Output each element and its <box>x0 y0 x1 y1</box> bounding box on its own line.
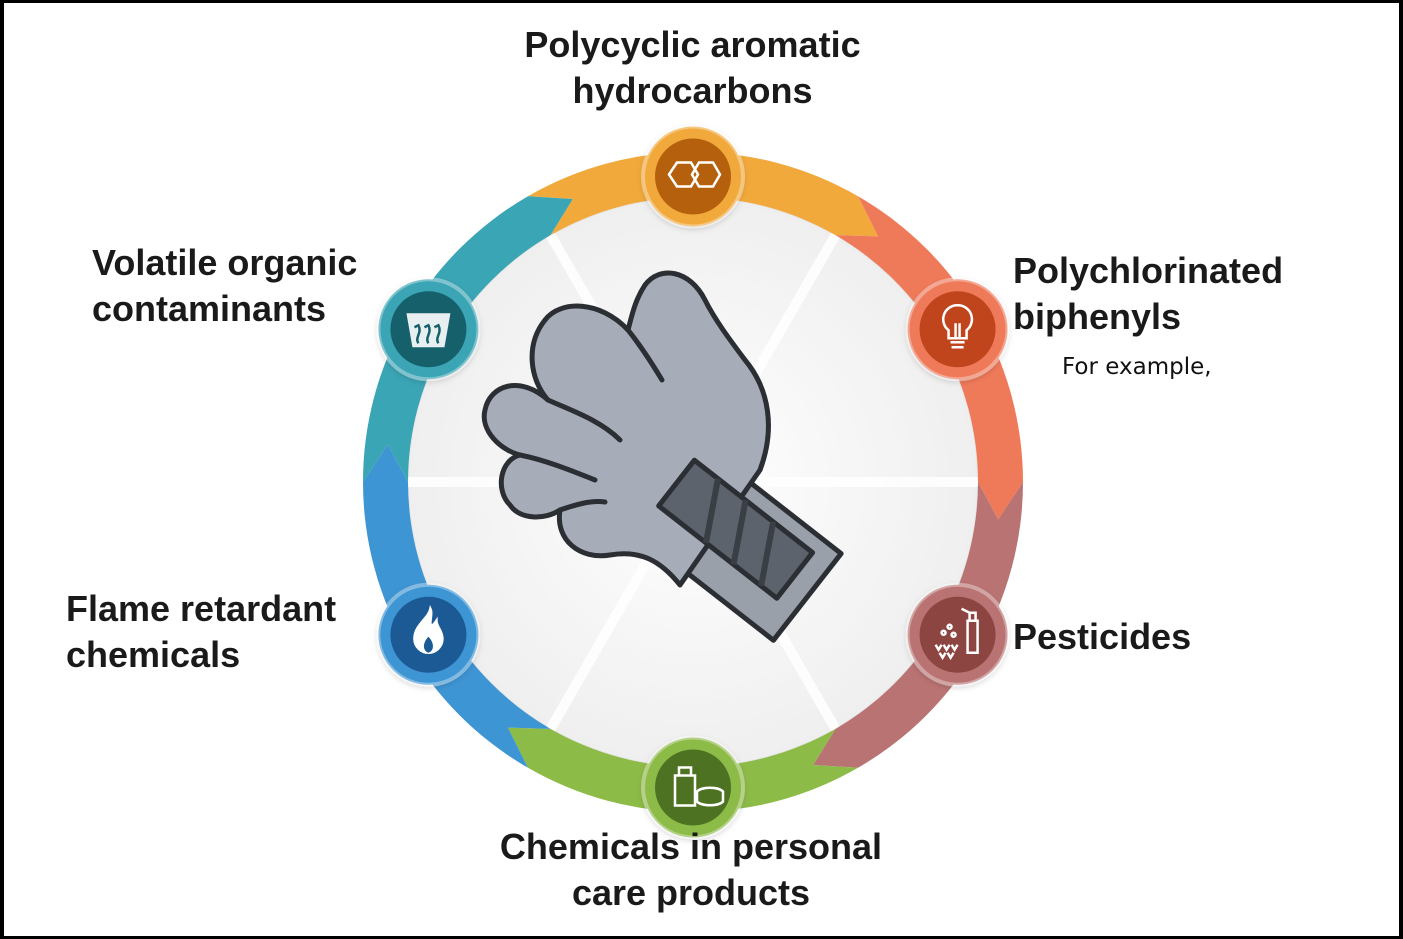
note-text: For example, <box>1062 354 1212 380</box>
sprayer-icon <box>905 582 1010 687</box>
label-pcb: Polychlorinated biphenyls <box>1013 250 1284 337</box>
hexagon-rings-icon <box>641 124 745 229</box>
ring-segment-pcb <box>835 196 1023 520</box>
vapor-icon <box>376 277 481 382</box>
ring-segment-voc <box>363 196 573 483</box>
label-pah: Polycyclic aromatic hydrocarbons <box>524 24 861 111</box>
label-voc: Volatile organic contaminants <box>92 242 358 329</box>
cosmetics-icon <box>641 735 745 840</box>
label-flame: Flame retardant chemicals <box>66 588 337 675</box>
gloved-hand-icon <box>481 270 844 643</box>
flame-icon <box>376 582 481 687</box>
ring-segment-pest <box>813 482 1023 768</box>
icon-badges <box>376 124 1010 840</box>
lightbulb-icon <box>905 277 1010 382</box>
label-pcp: Chemicals in personal care products <box>499 826 883 913</box>
label-pesticides: Pesticides <box>1013 616 1192 657</box>
ring-segment-flame <box>363 444 551 768</box>
